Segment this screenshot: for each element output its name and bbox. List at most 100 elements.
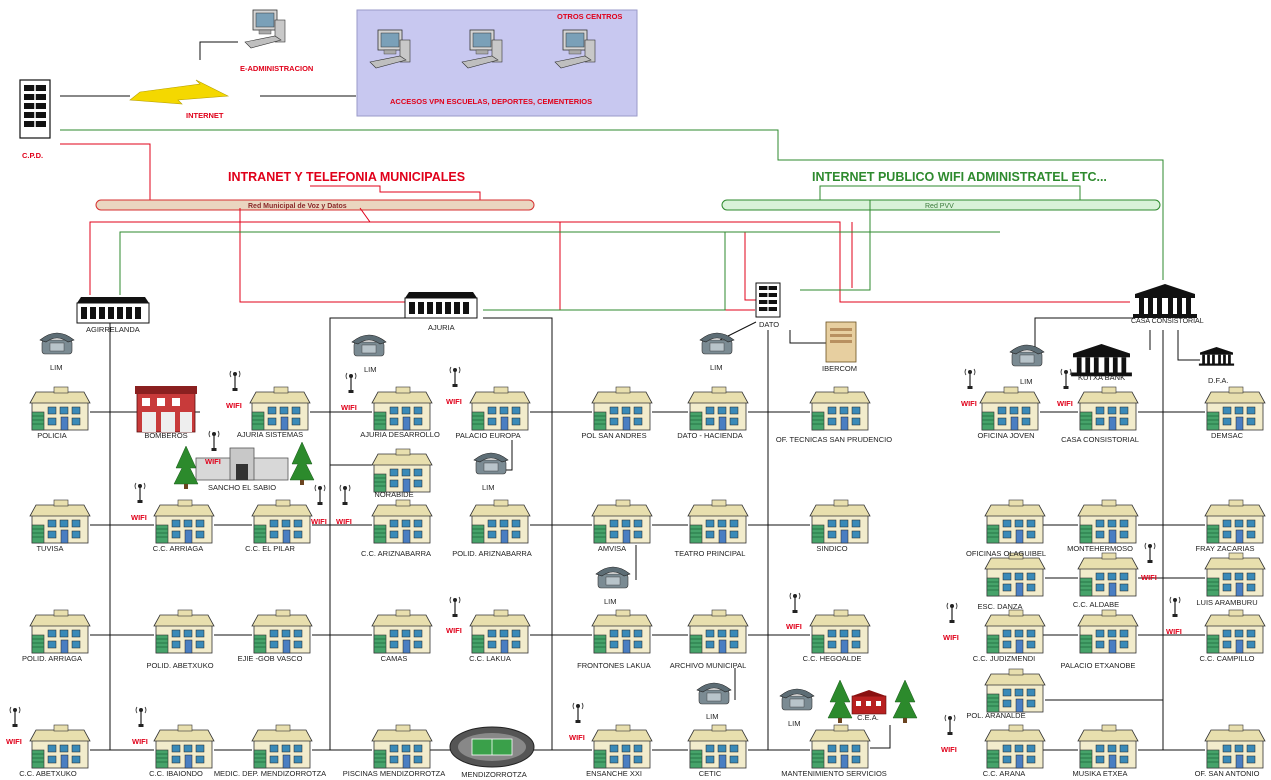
wifi-label: WIFI [226,401,242,410]
tree-icon [290,442,314,485]
site-label-oficinas-olaguibel: OFICINAS OLAGUIBEL [966,549,1046,558]
site-label-medic-dep: MEDIC. DEP. MENDIZORROTZA [214,769,326,778]
wifi-label: WIFI [1141,573,1157,582]
dato-label: DATO [759,320,779,329]
wifi-antenna-icon [315,485,325,505]
site-building-icon [30,387,90,430]
site-label-cc-arriaga: C.C. ARRIAGA [153,544,203,553]
intranet-bus-label: Red Municipal de Voz y Datos [248,203,347,210]
lim-phone-icon [700,333,734,354]
site-building-icon [1205,553,1265,596]
site-building-icon [1205,725,1265,768]
site-building-icon [810,610,870,653]
ibercom-server-icon [826,322,856,362]
site-building-icon [1078,610,1138,653]
wifi-label: WIFI [6,737,22,746]
site-building-icon [1078,387,1138,430]
site-building-icon [810,725,870,768]
wifi-label: WIFI [941,745,957,754]
site-label-sancho-el-sabio: SANCHO EL SABIO [208,483,276,492]
site-building-icon [252,610,312,653]
site-label-palacio-etxanobe: PALACIO ETXANOBE [1061,661,1136,670]
site-label-bomberos: BOMBEROS [144,431,187,440]
wifi-label: WIFI [336,517,352,526]
site-building-icon [154,725,214,768]
wifi-antenna-icon [965,369,975,389]
site-building-icon [688,387,748,430]
wifi-antenna-icon [450,367,460,387]
site-building-icon [592,500,652,543]
site-building-icon [154,610,214,653]
wifi-antenna-icon [10,707,20,727]
lim-label: LIM [364,365,377,374]
site-building-icon [154,500,214,543]
ibercom-label: IBERCOM [822,364,857,373]
dato-tower-icon [756,283,780,317]
lim-label: LIM [50,363,63,372]
site-label-archivo-municipal: ARCHIVO MUNICIPAL [670,661,747,670]
site-building-icon [592,610,652,653]
site-building-icon [470,387,530,430]
site-label-cc-judizmendi: C.C. JUDIZMENDI [973,654,1036,663]
site-building-icon [1205,387,1265,430]
wifi-label: WIFI [446,397,462,406]
site-building-icon [252,725,312,768]
wifi-label: WIFI [1057,399,1073,408]
lim-label: LIM [788,719,801,728]
kutxa-bank-building-icon [1071,344,1132,376]
site-building-icon [470,500,530,543]
wifi-label: WIFI [1166,627,1182,636]
site-label-ajuria-sistemas: AJURIA SISTEMAS [237,430,303,439]
site-label-cc-aldabe: C.C. ALDABE [1073,600,1119,609]
wifi-antenna-icon [790,593,800,613]
site-label-eje-gob-vasco: EJIE -GOB VASCO [238,654,303,663]
site-label-norabide: NORABIDE [374,490,413,499]
site-building-icon [980,387,1040,430]
lim-label: LIM [482,483,495,492]
wifi-label: WIFI [311,517,327,526]
site-building-icon [1078,725,1138,768]
site-label-cc-hegoalde: C.C. HEGOALDE [803,654,862,663]
tree-icon [174,446,198,489]
wifi-antenna-icon [945,715,955,735]
lim-label: LIM [710,363,723,372]
e-administracion-pc-icon [245,10,285,48]
intranet-title: INTRANET Y TELEFONIA MUNICIPALES [228,170,465,184]
lim-phone-icon [596,567,630,588]
wifi-label: WIFI [205,457,221,466]
wifi-antenna-icon [346,373,356,393]
site-label-teatro-principal: TEATRO PRINCIPAL [675,549,746,558]
site-label-polid-abetxuko: POLID. ABETXUKO [146,661,213,670]
lim-phone-icon [474,453,508,474]
wifi-label: WIFI [132,737,148,746]
accesos-vpn-label: ACCESOS VPN ESCUELAS, DEPORTES, CEMENTER… [390,97,592,106]
wifi-antenna-icon [1145,543,1155,563]
site-label-pol-aranalde: POL. ARANALDE [966,711,1025,720]
site-building-icon [372,725,432,768]
site-label-demsac: DEMSAC [1211,431,1244,440]
site-label-polid-ariznabarra: POLID. ARIZNABARRA [452,549,532,558]
site-building-icon [985,725,1045,768]
wifi-label: WIFI [131,513,147,522]
site-label-montehermoso: MONTEHERMOSO [1067,544,1133,553]
wifi-label: WIFI [786,622,802,631]
agirrelanda-building-icon [77,297,149,323]
public-network-title: INTERNET PUBLICO WIFI ADMINISTRATEL ETC.… [812,170,1107,184]
site-building-icon [1205,610,1265,653]
wifi-antenna-icon [340,485,350,505]
site-label-oficina-joven: OFICINA JOVEN [977,431,1034,440]
site-building-icon [810,387,870,430]
site-label-cc-ariznabarra: C.C. ARIZNABARRA [361,549,431,558]
site-buildings [30,387,1265,768]
site-building-icon [252,500,312,543]
site-label-cc-lakua: C.C. LAKUA [469,654,511,663]
lim-phone-icon [40,333,74,354]
cpd-label: C.P.D. [22,151,43,160]
internet-label: INTERNET [186,111,224,120]
site-building-icon [1205,500,1265,543]
site-label-of-san-antonio: OF. SAN ANTONIO [1195,769,1260,778]
site-building-icon [985,500,1045,543]
agirrelanda-label: AGIRRELANDA [86,325,140,334]
site-label-policia: POLICIA [37,431,67,440]
